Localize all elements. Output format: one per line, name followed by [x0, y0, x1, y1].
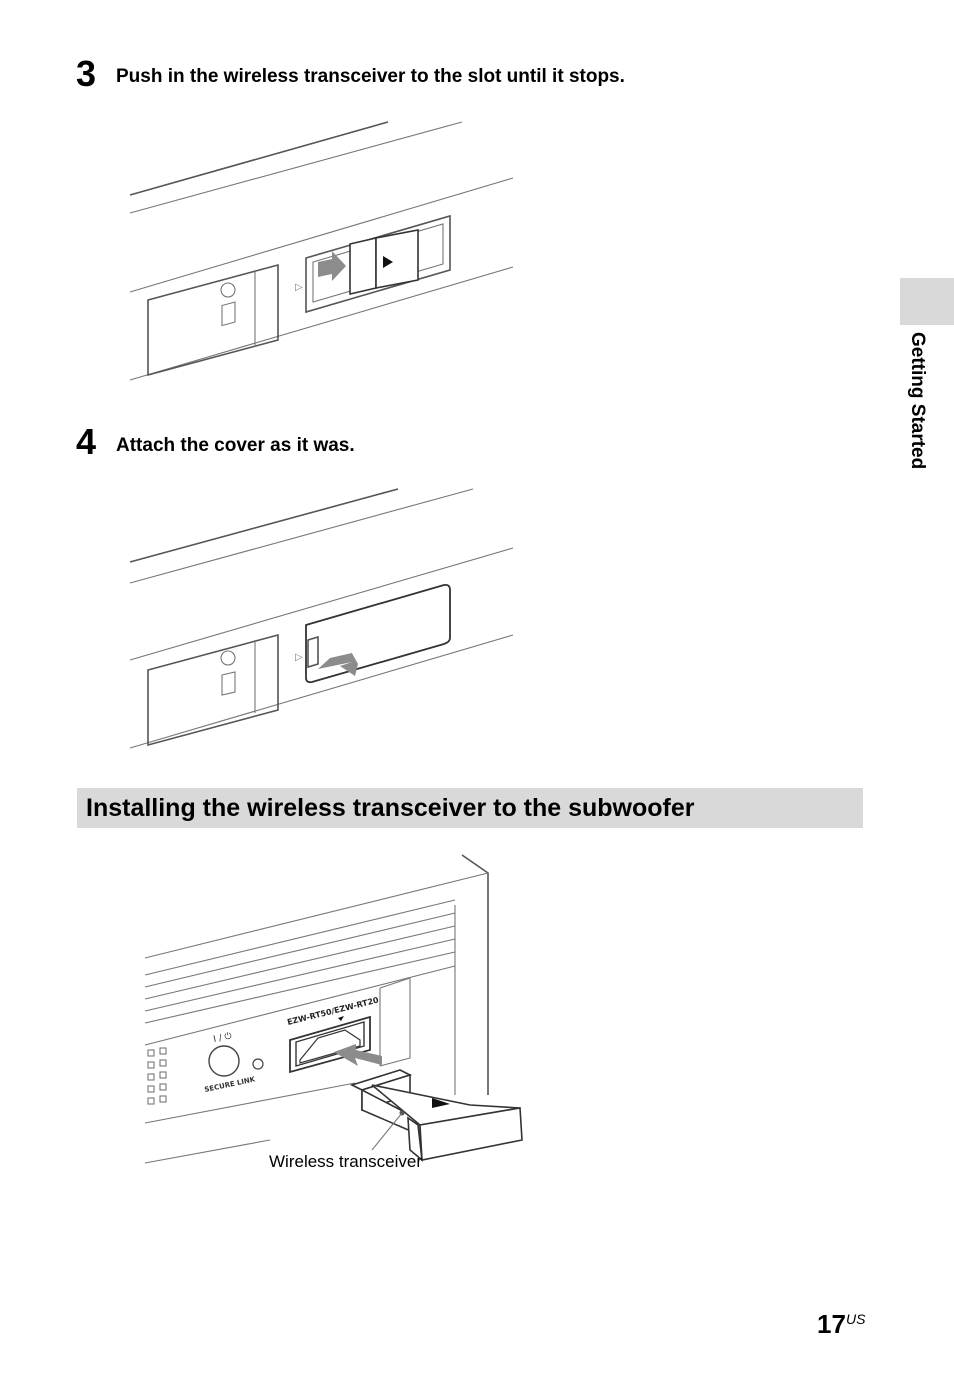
wireless-transceiver	[349, 1069, 523, 1162]
power-button: I / ⏻ SECURE LINK	[204, 1030, 264, 1094]
power-symbol: I / ⏻	[212, 1030, 232, 1045]
page-number: 17	[817, 1309, 846, 1339]
push-arrow-step4	[318, 646, 358, 676]
slot-recess	[379, 977, 411, 1067]
step-number-4: 4	[76, 421, 97, 462]
side-tab	[900, 278, 954, 325]
push-arrow-step3	[318, 251, 346, 281]
section-title: Installing the wireless transceiver to t…	[86, 794, 695, 822]
unit-body-lines-4	[129, 488, 514, 749]
usb-slot	[289, 1015, 371, 1074]
transceiver-step3	[349, 229, 419, 296]
section-heading-bar: Installing the wireless transceiver to t…	[77, 788, 863, 828]
secure-link-label: SECURE LINK	[204, 1075, 257, 1094]
caption-leader	[371, 1112, 403, 1151]
svg-text:▷: ▷	[295, 282, 303, 293]
step-text-4: Attach the cover as it was.	[116, 435, 355, 456]
svg-text:▷: ▷	[295, 652, 303, 663]
step-number-3: 3	[76, 53, 97, 94]
indicator-leds	[147, 1047, 167, 1105]
page-number-suffix: US	[846, 1311, 866, 1327]
unit-panel-4	[147, 633, 279, 747]
insert-arrow	[334, 1044, 382, 1066]
unit-body-lines	[129, 121, 514, 381]
unit-panel	[147, 263, 279, 377]
side-section-label: Getting Started	[907, 332, 928, 470]
transceiver-caption: Wireless transceiver	[269, 1152, 423, 1171]
step-text-3: Push in the wireless transceiver to the …	[116, 66, 625, 87]
